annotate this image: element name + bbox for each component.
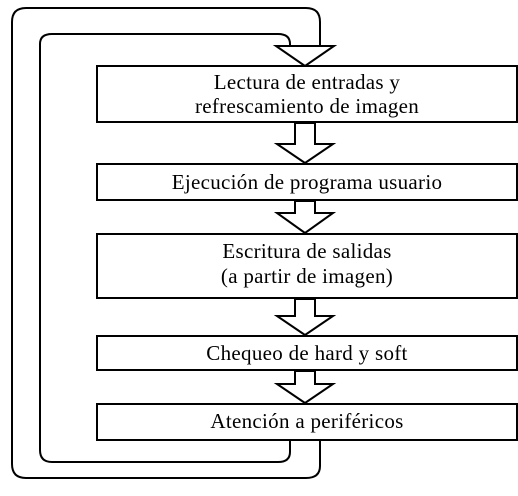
step-1-line-2: refrescamiento de imagen (195, 94, 419, 118)
return-loop (11, 7, 321, 479)
step-3-line-2: (a partir de imagen) (221, 264, 393, 288)
arrow-step-4-to-5 (273, 370, 337, 405)
step-box-1: Lectura de entradas y refrescamiento de … (96, 65, 518, 123)
step-4-line-1: Chequeo de hard y soft (206, 341, 407, 365)
step-box-4: Chequeo de hard y soft (96, 335, 518, 371)
arrow-into-step-1 (272, 45, 338, 68)
arrow-step-1-to-2 (273, 122, 337, 165)
arrow-step-2-to-3 (273, 200, 337, 235)
step-box-5: Atención a periféricos (96, 403, 518, 441)
arrow-step-3-to-4 (273, 298, 337, 337)
block-arrow (273, 370, 337, 405)
step-2-line-1: Ejecución de programa usuario (172, 170, 443, 194)
return-loop-outer (11, 7, 321, 479)
step-box-3: Escritura de salidas (a partir de imagen… (96, 233, 518, 299)
arrow-head (272, 45, 338, 68)
return-loop-inner (39, 33, 291, 463)
step-1-line-1: Lectura de entradas y (214, 70, 401, 94)
block-arrow (273, 298, 337, 337)
step-3-line-1: Escritura de salidas (222, 239, 391, 263)
step-box-2: Ejecución de programa usuario (96, 163, 518, 201)
block-arrow (273, 122, 337, 165)
step-5-line-1: Atención a periféricos (210, 409, 403, 433)
block-arrow (273, 200, 337, 235)
